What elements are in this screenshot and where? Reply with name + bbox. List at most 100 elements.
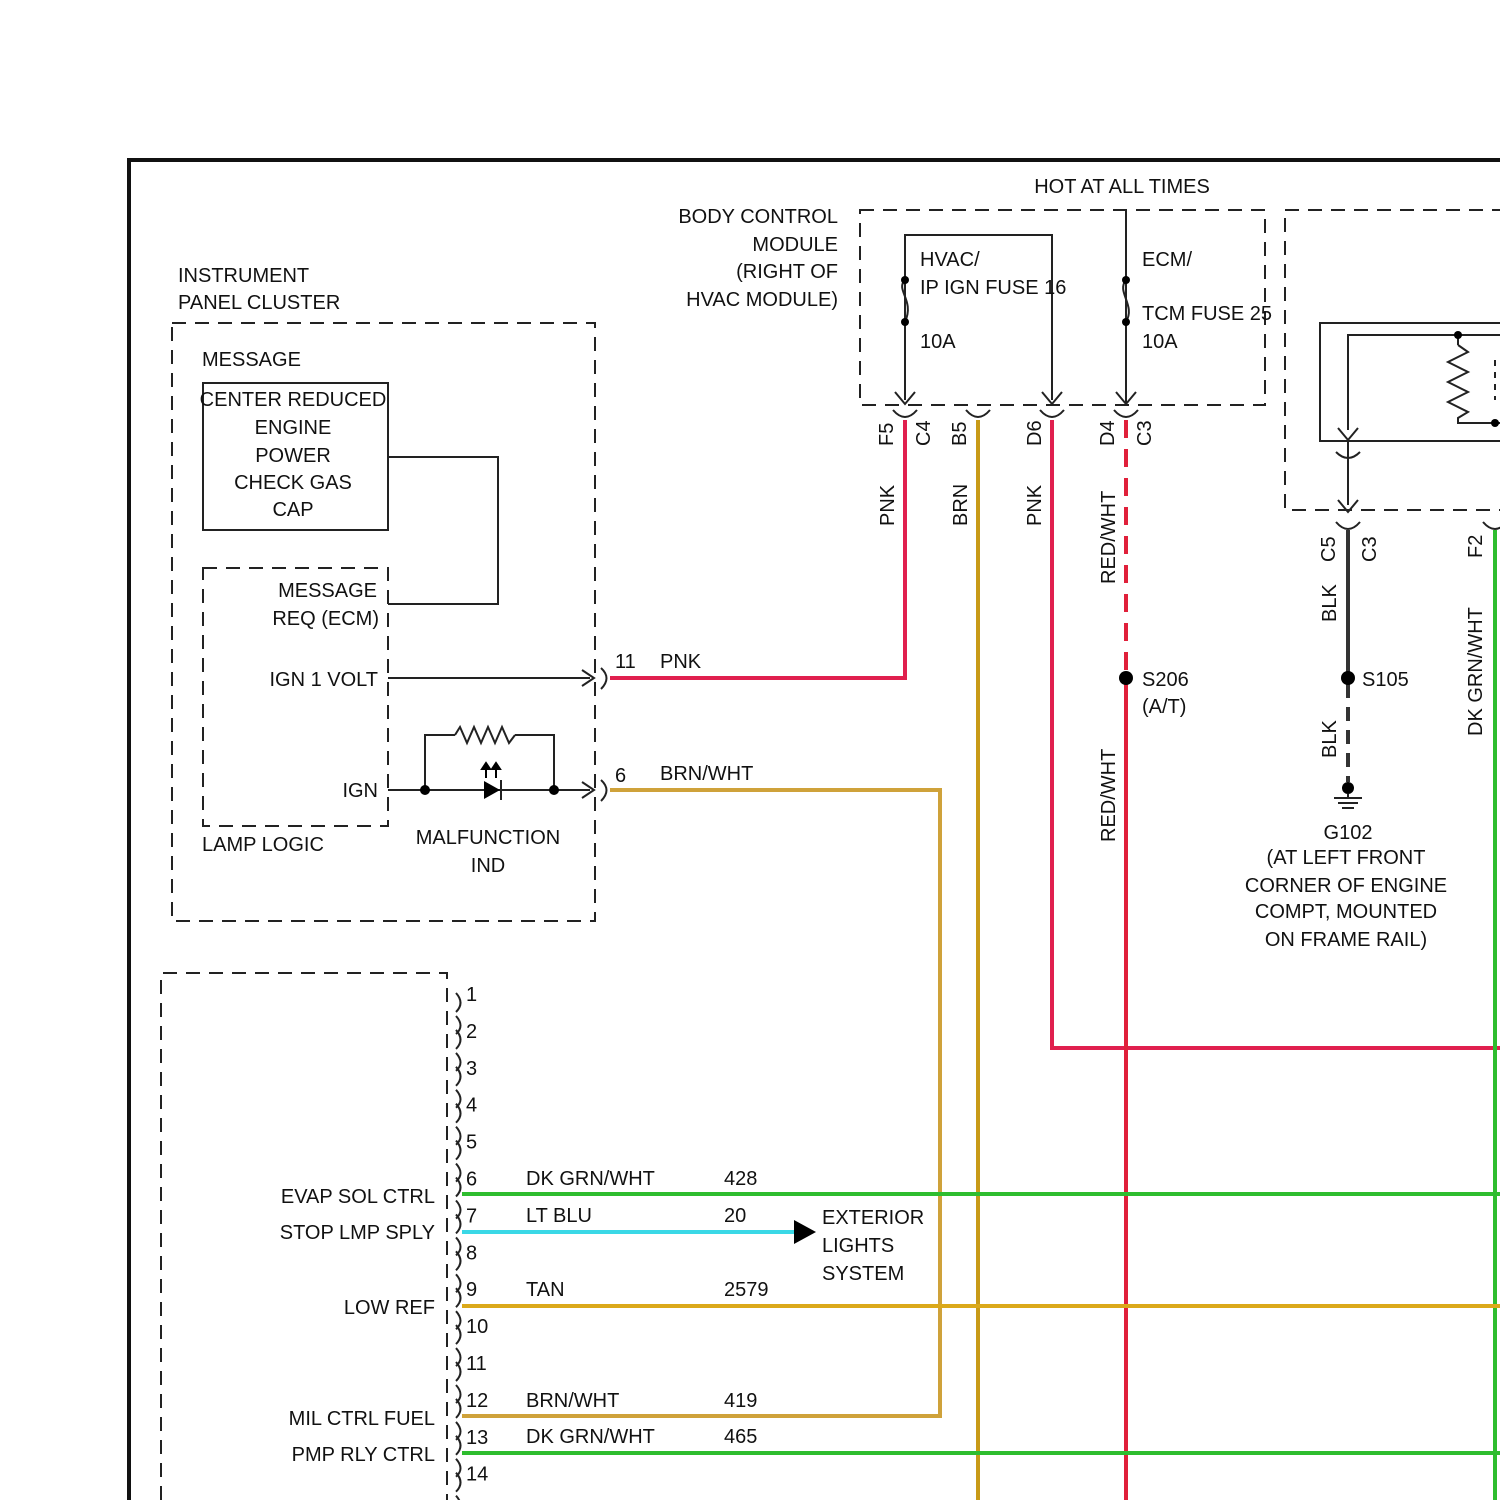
pin-c5-label: C5 bbox=[1318, 536, 1340, 562]
wire-label-pnk-d6: PNK bbox=[1024, 484, 1046, 526]
circuit-419-color: BRN/WHT bbox=[526, 1390, 619, 1412]
ground-g102-note-line4: ON FRAME RAIL) bbox=[1265, 929, 1427, 951]
ecm-pin-number: 14 bbox=[466, 1464, 488, 1486]
wire-label-red-wht-lower: RED/WHT bbox=[1098, 749, 1120, 842]
ecm-pin-socket-icon bbox=[456, 1178, 461, 1219]
wire-label-brn-wht-ipc: BRN/WHT bbox=[660, 763, 753, 785]
ipc-title-line1: INSTRUMENT bbox=[178, 265, 309, 287]
signal-evap-sol-ctrl: EVAP SOL CTRL bbox=[281, 1186, 435, 1208]
connector-f5-c4-socket-icon bbox=[893, 410, 917, 417]
fuse16-terminal-bottom bbox=[901, 318, 909, 326]
connector-b5-socket-icon bbox=[966, 410, 990, 417]
wire-brn-wht-loop bbox=[462, 790, 940, 1416]
bcm-title-line2: MODULE bbox=[752, 234, 838, 256]
splice-s105-name: S105 bbox=[1362, 669, 1409, 691]
signal-stop-lmp-sply: STOP LMP SPLY bbox=[280, 1222, 435, 1244]
pin-c3-label: C3 bbox=[1134, 420, 1156, 446]
bcm-title-line1: BODY CONTROL bbox=[678, 206, 838, 228]
led-light-rays-icon bbox=[482, 763, 500, 778]
ign-label: IGN bbox=[342, 780, 378, 802]
circuit-465-number: 465 bbox=[724, 1426, 757, 1448]
connector-d4-c3-socket-icon bbox=[1114, 410, 1138, 417]
right-module-junction-dot bbox=[1454, 331, 1462, 339]
message-center-line3: POWER bbox=[255, 445, 331, 467]
fuse16-line1: HVAC/ bbox=[920, 249, 980, 271]
ipc-pin-6: 6 bbox=[615, 765, 626, 787]
malfunction-line2: IND bbox=[471, 855, 505, 877]
signal-mil-ctrl-fuel: MIL CTRL FUEL bbox=[289, 1408, 435, 1430]
ecm-pin-socket-icon bbox=[456, 1362, 461, 1403]
message-link-line bbox=[388, 457, 498, 604]
splice-s105-dot bbox=[1341, 671, 1355, 685]
exterior-lights-line2: LIGHTS bbox=[822, 1235, 894, 1257]
ground-g102-note-line1: (AT LEFT FRONT bbox=[1267, 847, 1426, 869]
fuse16-terminal-top bbox=[901, 276, 909, 284]
ecm-pin-socket-icon bbox=[456, 1141, 461, 1182]
message-center-line5: CAP bbox=[272, 499, 313, 521]
ground-icon bbox=[1334, 794, 1362, 808]
fuse16-line2: IP IGN FUSE 16 bbox=[920, 277, 1066, 299]
right-module-inner-loop bbox=[1348, 335, 1500, 430]
splice-s206-dot bbox=[1119, 671, 1133, 685]
circuit-428-number: 428 bbox=[724, 1168, 757, 1190]
message-center-line4: CHECK GAS bbox=[234, 472, 352, 494]
ecm-pin-number: 8 bbox=[466, 1242, 477, 1264]
right-module-junction-dot-2 bbox=[1491, 419, 1499, 427]
ecm-pin-socket-icon bbox=[456, 1214, 461, 1255]
ground-g102-dot bbox=[1342, 782, 1354, 794]
exterior-lights-line1: EXTERIOR bbox=[822, 1207, 924, 1229]
circuit-419-number: 419 bbox=[724, 1390, 757, 1412]
malfunction-node-left bbox=[420, 785, 430, 795]
circuit-20-color: LT BLU bbox=[526, 1205, 592, 1227]
splice-s206-name: S206 bbox=[1142, 669, 1189, 691]
ecm-pin-socket-icon bbox=[456, 1251, 461, 1292]
wire-pnk-ipc-11 bbox=[610, 420, 905, 678]
lamp-logic-label: LAMP LOGIC bbox=[202, 834, 324, 856]
arrow-to-exterior-lights bbox=[794, 1220, 816, 1244]
bcm-title-line3: (RIGHT OF bbox=[736, 261, 838, 283]
signal-low-ref: LOW REF bbox=[344, 1297, 435, 1319]
ipc-pin-11: 11 bbox=[615, 651, 636, 673]
ecm-pin-number: 11 bbox=[466, 1353, 487, 1375]
ecm-pin-number: 4 bbox=[466, 1095, 477, 1117]
hot-at-all-times-label: HOT AT ALL TIMES bbox=[1034, 176, 1210, 198]
circuit-428-color: DK GRN/WHT bbox=[526, 1168, 655, 1190]
ground-g102-note-line2: CORNER OF ENGINE bbox=[1245, 875, 1447, 897]
splice-s206-note: (A/T) bbox=[1142, 696, 1186, 718]
right-module-connectors bbox=[1336, 428, 1500, 529]
circuit-465-color: DK GRN/WHT bbox=[526, 1426, 655, 1448]
pin-f2-label: F2 bbox=[1465, 535, 1487, 558]
resistor-icon bbox=[1448, 345, 1500, 423]
ecm-pin-number: 1 bbox=[466, 984, 477, 1006]
wire-label-blk-upper: BLK bbox=[1319, 584, 1341, 622]
resistor-malfunction-icon bbox=[455, 727, 515, 743]
pin-c4-label: C4 bbox=[913, 420, 935, 446]
wire-label-dk-grn-wht-f2: DK GRN/WHT bbox=[1465, 607, 1487, 736]
pin-d4-label: D4 bbox=[1097, 420, 1119, 446]
circuit-2579-number: 2579 bbox=[724, 1279, 769, 1301]
wire-label-brn-b5: BRN bbox=[950, 484, 972, 526]
fuse25-line1: ECM/ bbox=[1142, 249, 1192, 271]
ground-g102-note-line3: COMPT, MOUNTED bbox=[1255, 901, 1437, 923]
connector-f2-socket-icon bbox=[1483, 522, 1500, 529]
ecm-pin-socket-icon bbox=[456, 1436, 461, 1477]
diagram-frame bbox=[129, 160, 1500, 1500]
pin-f5-label: F5 bbox=[876, 423, 898, 446]
message-req-line1: MESSAGE bbox=[278, 580, 377, 602]
signal-pmp-rly-ctrl: PMP RLY CTRL bbox=[292, 1444, 435, 1466]
circuit-20-number: 20 bbox=[724, 1205, 746, 1227]
ecm-pin-socket-icon bbox=[456, 1325, 461, 1366]
ipc-title-line2: PANEL CLUSTER bbox=[178, 292, 340, 314]
malfunction-node-right bbox=[549, 785, 559, 795]
ecm-pin-socket-icon bbox=[456, 1288, 461, 1329]
ecm-pin-socket-icon bbox=[456, 1030, 461, 1071]
malfunction-line1: MALFUNCTION bbox=[416, 827, 560, 849]
ecm-pin-socket-icon bbox=[456, 1399, 461, 1440]
fuse25-terminal-top bbox=[1122, 276, 1130, 284]
pin-c3-right-label: C3 bbox=[1359, 536, 1381, 562]
fuse25-terminal-bottom bbox=[1122, 318, 1130, 326]
bcm-title-line4: HVAC MODULE) bbox=[686, 289, 838, 311]
ground-g102-name: G102 bbox=[1324, 822, 1373, 844]
